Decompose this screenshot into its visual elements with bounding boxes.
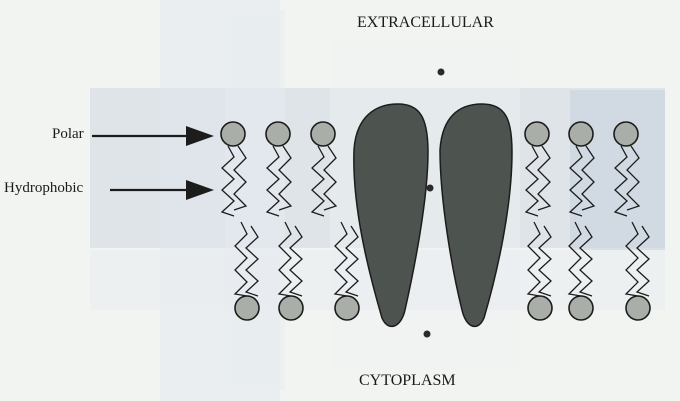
polar-head	[626, 296, 650, 320]
polar-head	[279, 296, 303, 320]
ion-dot-icon	[424, 331, 431, 338]
polar-head	[528, 296, 552, 320]
polar-head	[569, 122, 593, 146]
polar-head	[266, 122, 290, 146]
polar-head	[569, 296, 593, 320]
ion-dot-icon	[427, 185, 434, 192]
hydrophobic-label: Hydrophobic	[4, 180, 83, 197]
polar-head	[335, 296, 359, 320]
polar-head	[235, 296, 259, 320]
extracellular-label: EXTRACELLULAR	[357, 14, 494, 32]
polar-label: Polar	[52, 126, 84, 143]
ion-dot-icon	[438, 69, 445, 76]
polar-head	[311, 122, 335, 146]
cytoplasm-label: CYTOPLASM	[359, 372, 456, 390]
polar-head	[525, 122, 549, 146]
polar-head	[614, 122, 638, 146]
polar-head	[221, 122, 245, 146]
